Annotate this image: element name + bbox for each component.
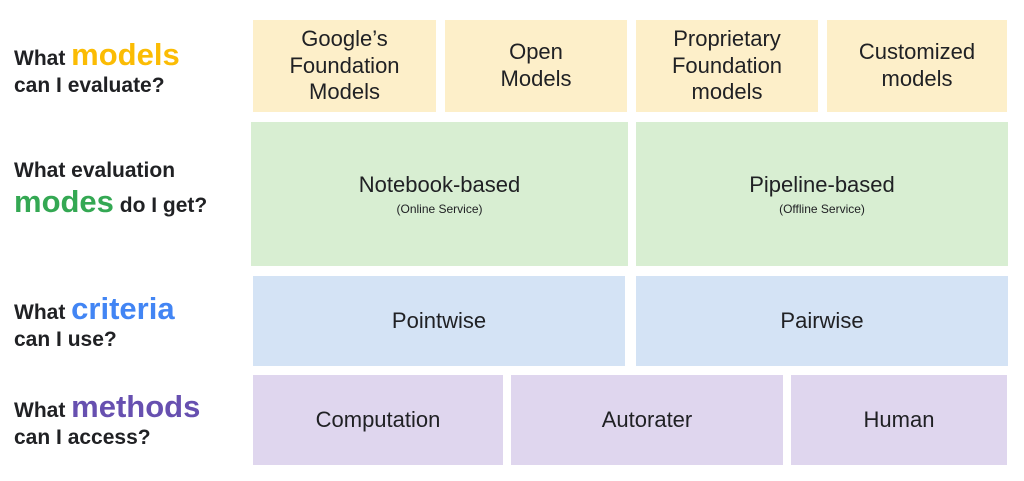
question-modes-pre: What evaluation (14, 159, 176, 182)
question-models-pre: What (14, 47, 72, 70)
question-criteria-pre: What (14, 301, 72, 324)
question-criteria-highlight: criteria (71, 291, 175, 326)
question-methods-line2: can I access? (14, 426, 151, 450)
box-label: Pairwise (780, 307, 864, 333)
box-customized-models: Customized models (827, 20, 1007, 112)
question-criteria: What criteria can I use? (14, 290, 175, 352)
box-pairwise: Pairwise (636, 276, 1008, 366)
box-label: Proprietary Foundation models (671, 25, 783, 105)
box-pipeline-based: Pipeline-based (Offline Service) (636, 122, 1008, 266)
box-open-models: Open Models (445, 20, 627, 112)
question-methods-pre: What (14, 399, 72, 422)
question-models: What models can I evaluate? (14, 36, 180, 98)
box-computation: Computation (253, 375, 503, 465)
box-pointwise: Pointwise (253, 276, 625, 366)
question-models-line2: can I evaluate? (14, 74, 165, 98)
box-label: Open Models (500, 39, 572, 91)
question-methods: What methods can I access? (14, 388, 200, 450)
question-modes-highlight: modes (14, 184, 114, 220)
question-methods-highlight: methods (71, 389, 201, 424)
box-label: Pointwise (391, 307, 487, 333)
box-label: Google’s Foundation Models (289, 25, 400, 105)
box-sublabel: (Online Service) (396, 201, 483, 216)
box-googles-foundation-models: Google’s Foundation Models (253, 20, 436, 112)
question-modes: What evaluation modes do I get? (14, 158, 207, 220)
question-models-highlight: models (71, 37, 180, 72)
box-autorater: Autorater (511, 375, 783, 465)
box-sublabel: (Offline Service) (779, 201, 865, 216)
box-label: Customized models (858, 39, 976, 91)
box-label: Notebook-based (358, 171, 521, 197)
box-label: Human (863, 406, 935, 432)
question-criteria-line2: can I use? (14, 328, 117, 352)
box-label: Autorater (601, 406, 693, 432)
box-human: Human (791, 375, 1007, 465)
box-label: Computation (315, 406, 441, 432)
box-notebook-based: Notebook-based (Online Service) (251, 122, 628, 266)
box-proprietary-foundation-models: Proprietary Foundation models (636, 20, 818, 112)
box-label: Pipeline-based (749, 171, 895, 197)
question-modes-post: do I get? (113, 194, 208, 218)
